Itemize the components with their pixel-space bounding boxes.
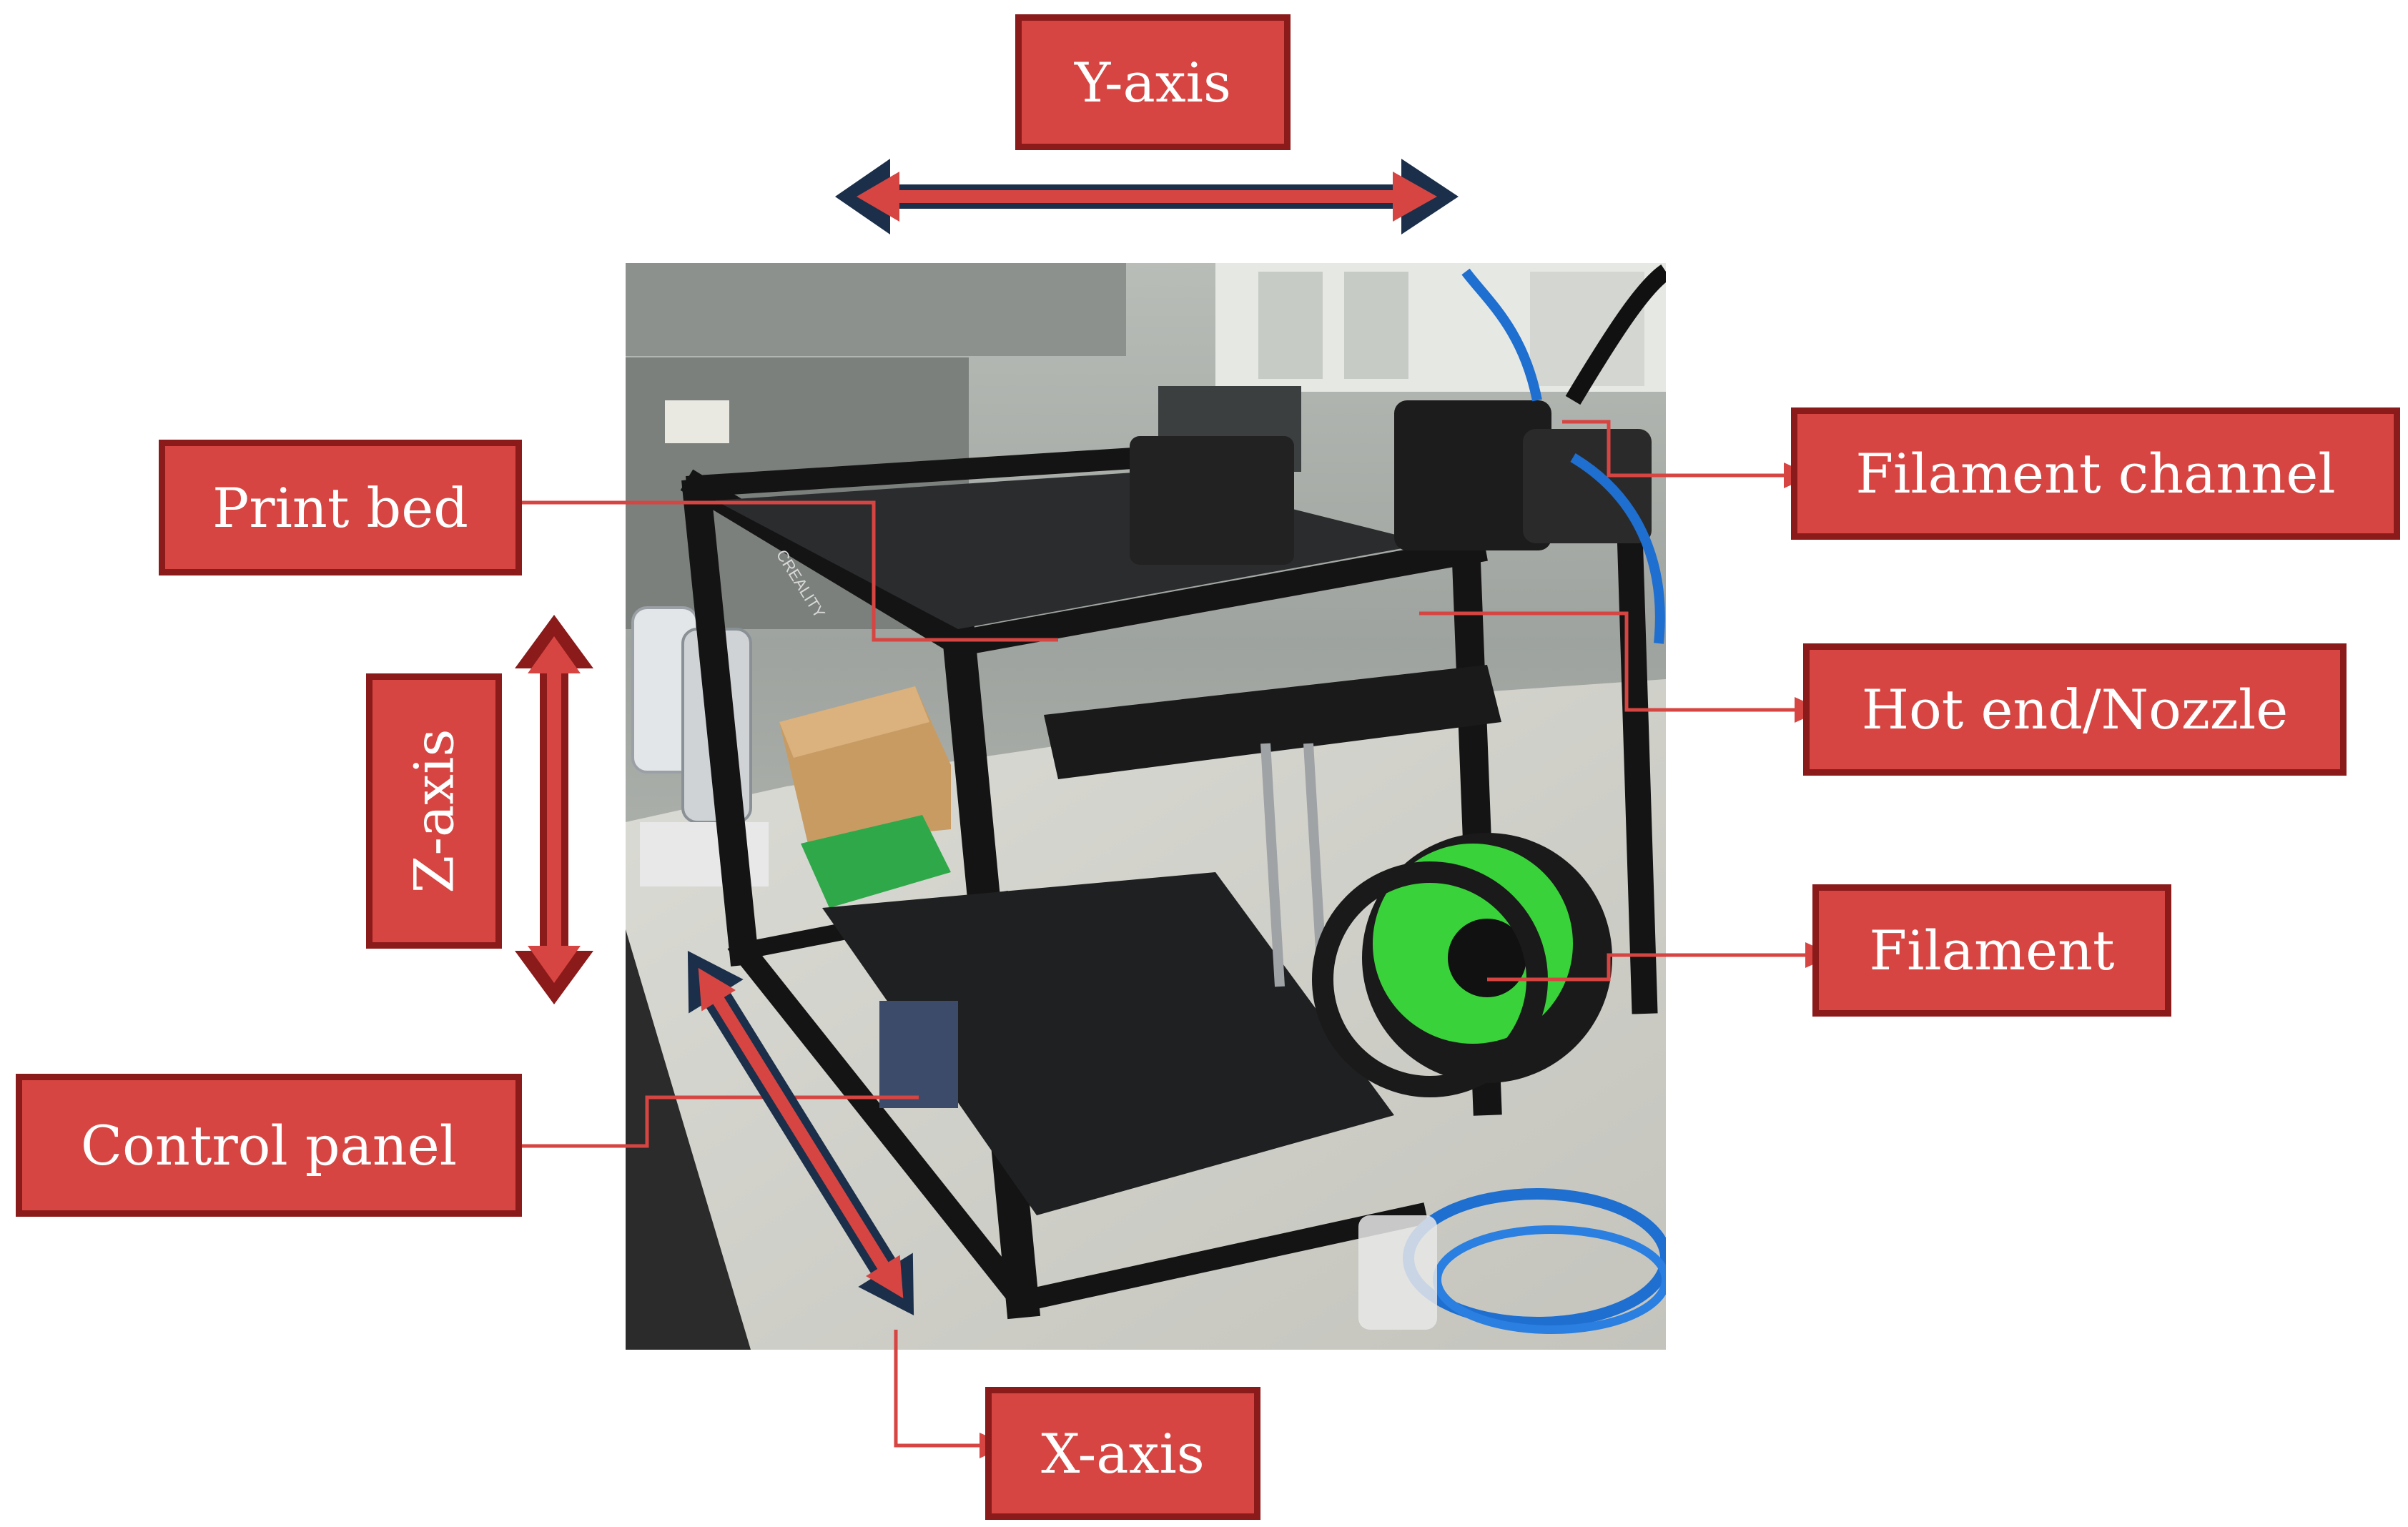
x-axis-label-text: X-axis: [1041, 1421, 1205, 1486]
y-axis-label-text: Y-axis: [1075, 50, 1231, 114]
x-axis-label: X-axis: [985, 1387, 1260, 1520]
filament-channel-label: Filament channel: [1791, 407, 2400, 540]
filament-label-text: Filament: [1869, 919, 2115, 982]
print-bed-leader: [522, 500, 1058, 642]
print-bed-label-text: Print bed: [212, 475, 468, 540]
control-panel-label-text: Control panel: [80, 1113, 458, 1177]
hot-end-leader: [1419, 611, 1795, 712]
filament-label: Filament: [1812, 884, 2171, 1017]
hot-end-label: Hot end/Nozzle: [1803, 643, 2347, 776]
filament-leader: [1487, 953, 1805, 982]
hot-end-label-text: Hot end/Nozzle: [1861, 678, 2289, 741]
filament-channel-leader: [1562, 420, 1784, 478]
control-panel-label: Control panel: [16, 1074, 522, 1217]
z-axis-arrow: [515, 615, 593, 1004]
z-axis-label: Z-axis: [366, 673, 502, 949]
y-axis-arrow: [835, 159, 1459, 234]
x-axis-arrow: [687, 951, 914, 1315]
print-bed-label: Print bed: [159, 440, 522, 575]
x-axis-leader: [894, 1330, 980, 1448]
filament-channel-label-text: Filament channel: [1855, 442, 2336, 505]
z-axis-label-text: Z-axis: [402, 728, 466, 894]
y-axis-label: Y-axis: [1015, 14, 1291, 150]
